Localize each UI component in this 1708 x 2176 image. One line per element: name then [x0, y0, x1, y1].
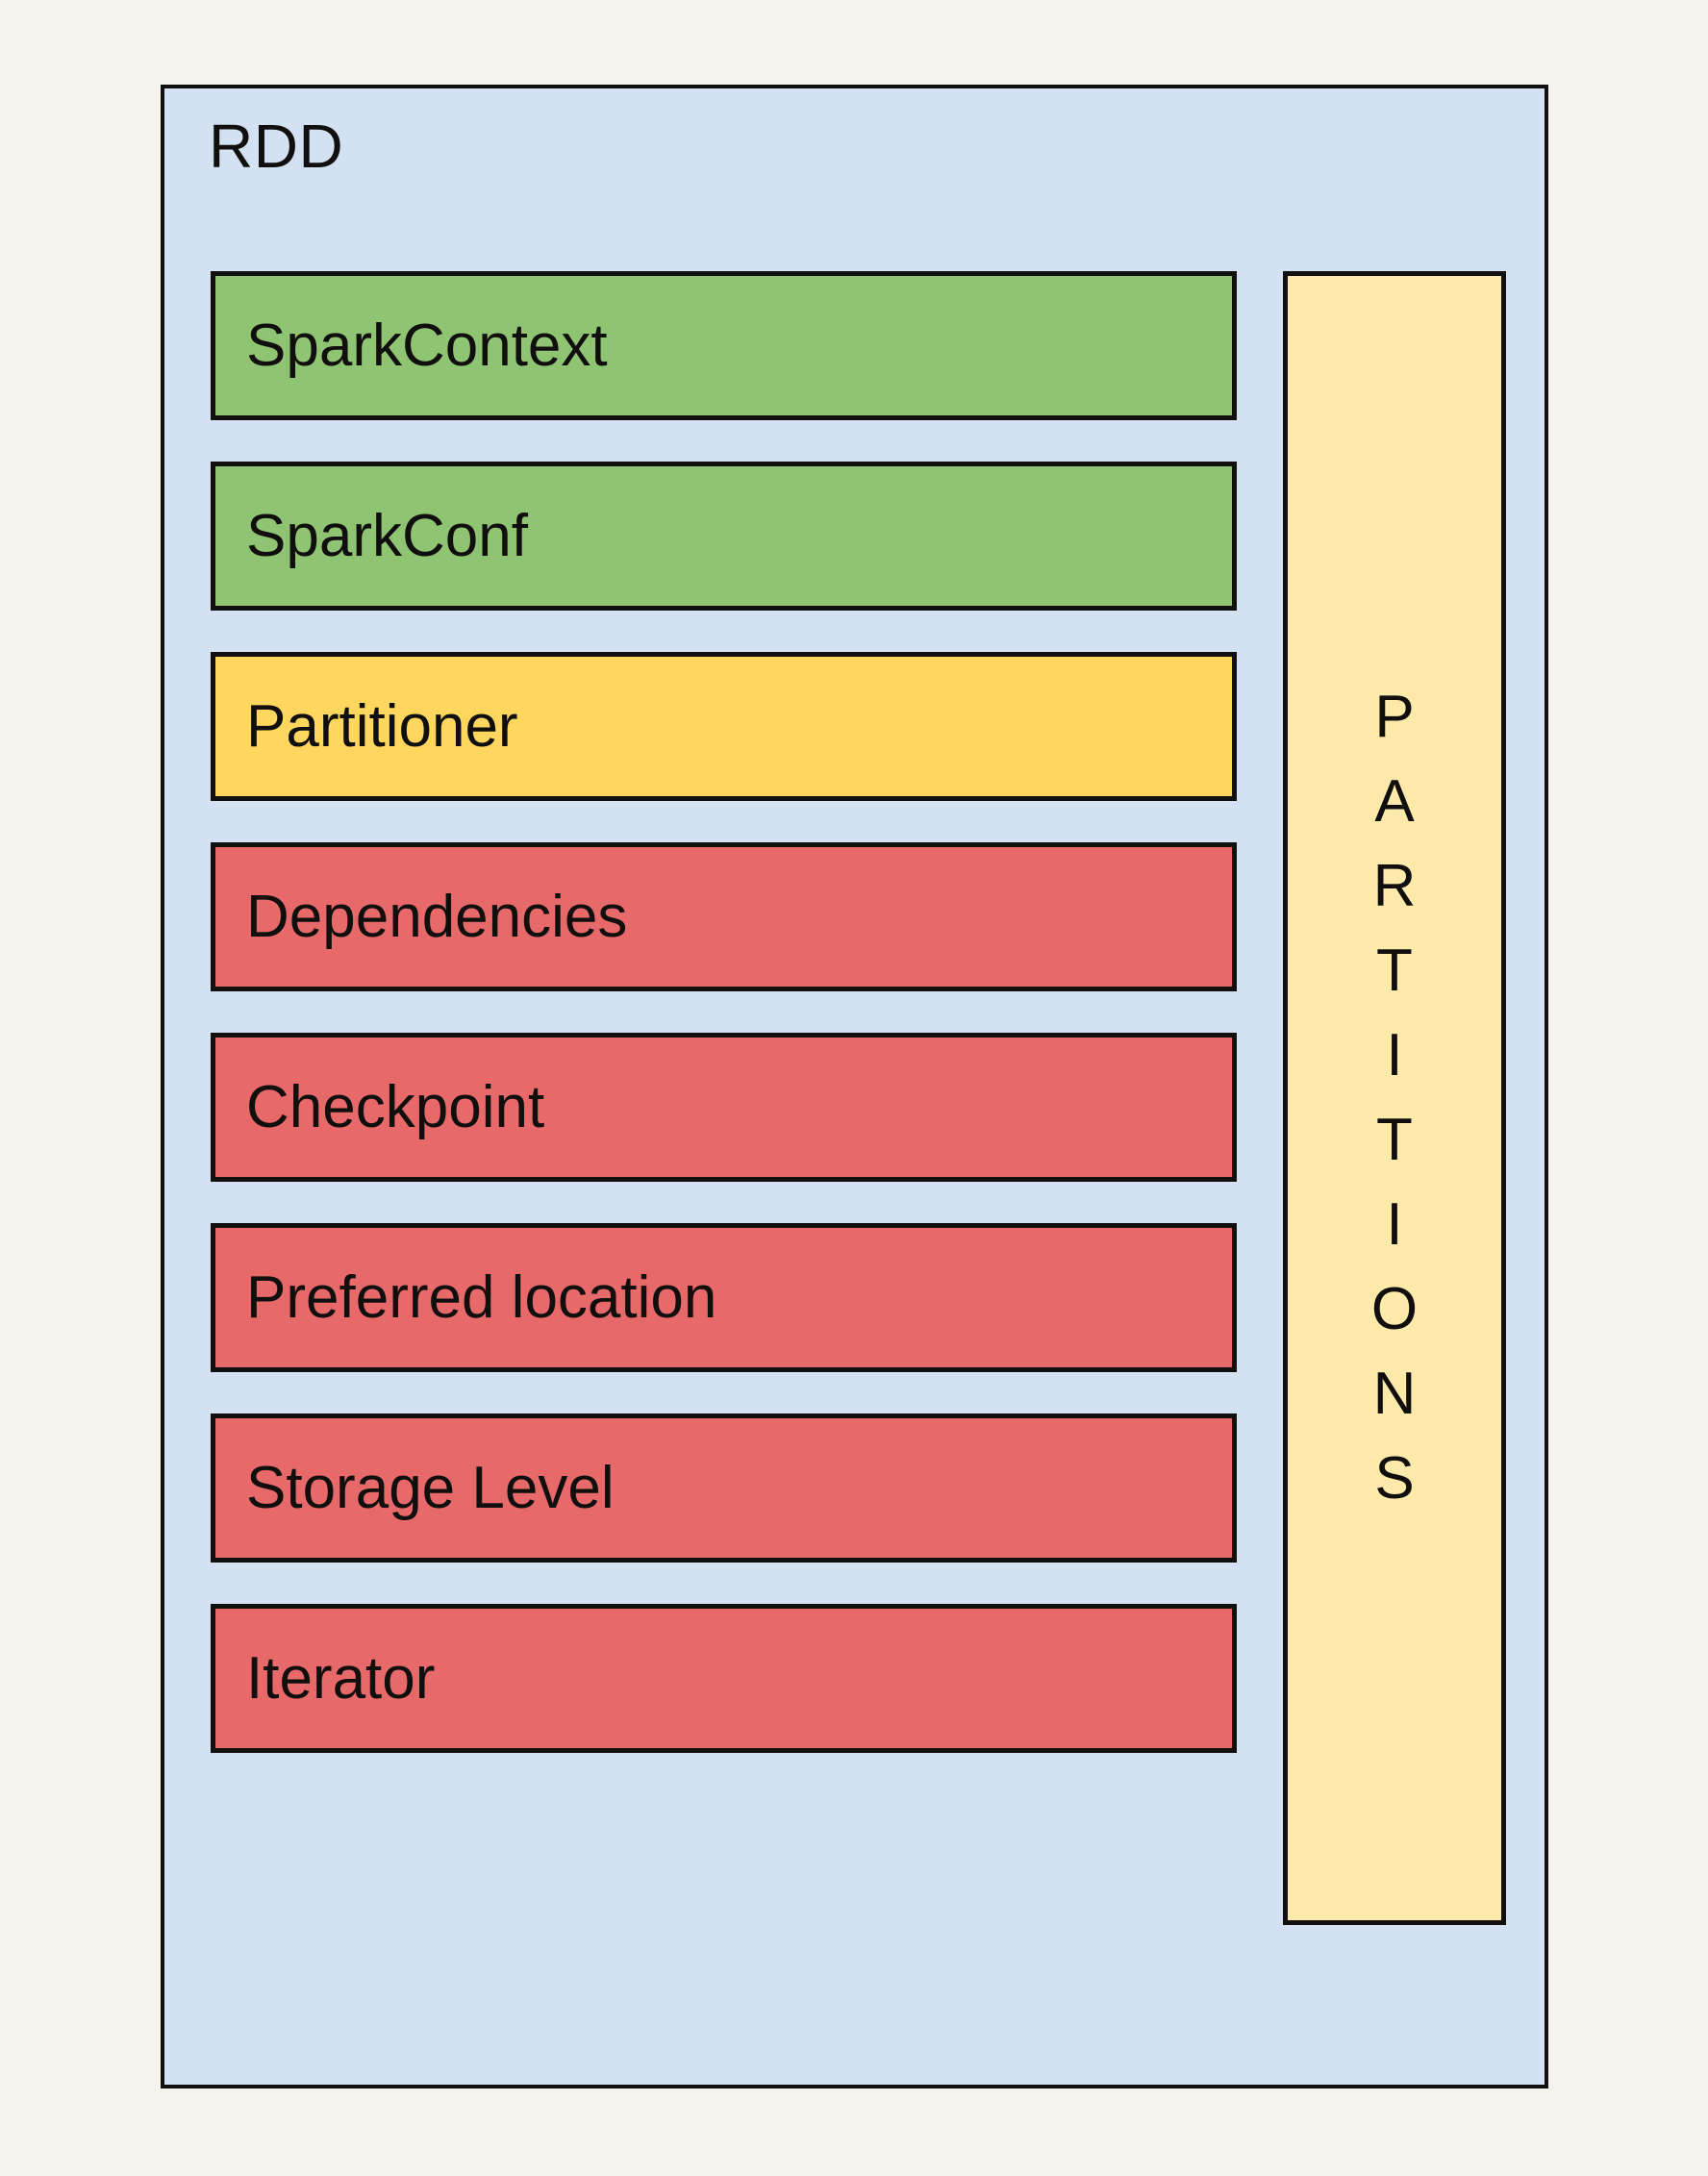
partitions-letter: P	[1374, 683, 1415, 750]
attribute-box-preferred-location[interactable]: Preferred location	[211, 1223, 1237, 1372]
attribute-label: Partitioner	[246, 692, 518, 760]
partitions-letter: A	[1374, 767, 1415, 835]
rdd-title: RDD	[209, 112, 344, 181]
partitions-letter: T	[1376, 1107, 1413, 1173]
attribute-box-storage-level[interactable]: Storage Level	[211, 1413, 1237, 1563]
attribute-box-sparkconf[interactable]: SparkConf	[211, 462, 1237, 611]
attribute-box-iterator[interactable]: Iterator	[211, 1604, 1237, 1753]
partitions-panel[interactable]: P A R T I T I O N S	[1283, 271, 1506, 1925]
attribute-label: Preferred location	[246, 1263, 717, 1331]
rdd-attribute-list: SparkContext SparkConf Partitioner Depen…	[211, 271, 1237, 1753]
partitions-letter: I	[1386, 1021, 1403, 1088]
attribute-box-checkpoint[interactable]: Checkpoint	[211, 1033, 1237, 1182]
attribute-label: SparkConf	[246, 502, 528, 569]
partitions-label-vertical: P A R T I T I O N S	[1371, 675, 1418, 1521]
partitions-letter: S	[1374, 1445, 1415, 1513]
attribute-label: Iterator	[246, 1644, 436, 1712]
attribute-label: Storage Level	[246, 1454, 615, 1521]
attribute-label: Checkpoint	[246, 1073, 545, 1140]
rdd-container: RDD SparkContext SparkConf Partitioner D…	[161, 85, 1548, 2088]
partitions-letter: T	[1376, 937, 1413, 1004]
attribute-box-partitioner[interactable]: Partitioner	[211, 652, 1237, 801]
partitions-letter: O	[1370, 1276, 1419, 1343]
attribute-label: Dependencies	[246, 883, 628, 950]
attribute-label: SparkContext	[246, 312, 608, 379]
partitions-letter: I	[1386, 1191, 1403, 1259]
attribute-box-dependencies[interactable]: Dependencies	[211, 842, 1237, 991]
attribute-box-sparkcontext[interactable]: SparkContext	[211, 271, 1237, 420]
partitions-letter: N	[1372, 1361, 1417, 1428]
partitions-letter: R	[1372, 852, 1417, 919]
